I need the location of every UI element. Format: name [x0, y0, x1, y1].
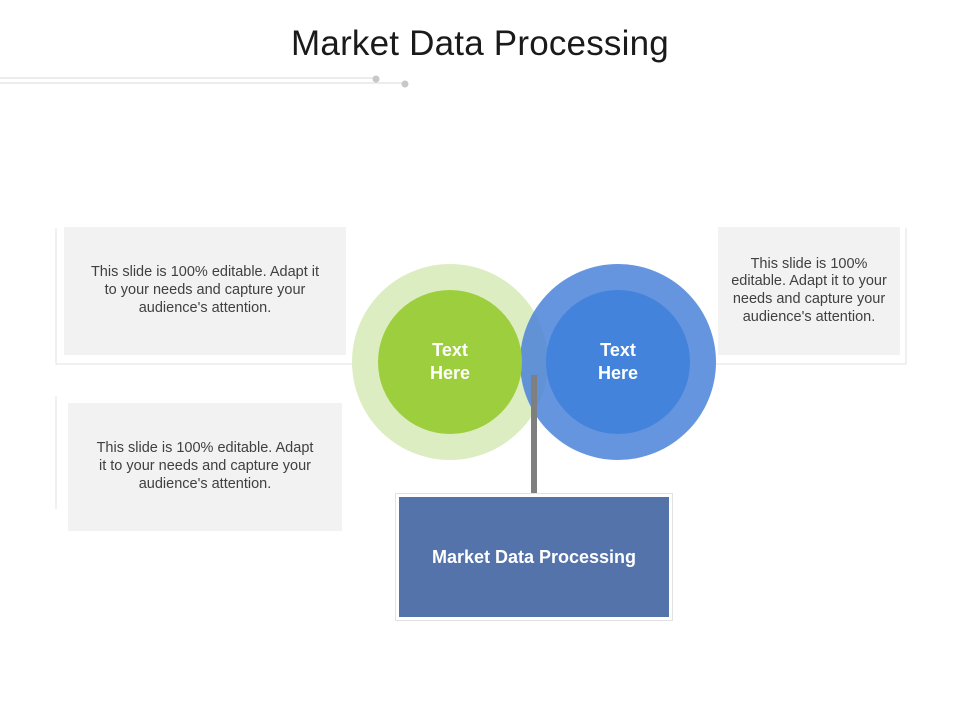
- green-circle-line2: Here: [429, 363, 471, 383]
- title-dot-2: [401, 80, 409, 88]
- connector-line: [531, 375, 537, 493]
- text-card-bottom-left: This slide is 100% editable. Adapt it to…: [68, 403, 342, 531]
- card-tl-outline: [55, 228, 355, 365]
- green-circle-line1: Text: [432, 339, 468, 360]
- main-box-label: Market Data Processing: [431, 546, 637, 567]
- blue-circle: Text Here: [546, 290, 690, 434]
- text-card-top-left: This slide is 100% editable. Adapt it to…: [64, 227, 346, 355]
- text-card-top-left-text: This slide is 100% editable. Adapt it to…: [90, 264, 320, 316]
- title-dot-1: [372, 75, 380, 83]
- green-circle: Text Here: [378, 290, 522, 434]
- text-card-right-text: This slide is 100% editable. Adapt it to…: [731, 255, 887, 325]
- page-title: Market Data Processing: [291, 24, 669, 63]
- blue-circle-line1: Text: [600, 339, 636, 360]
- text-card-bottom-left-text: This slide is 100% editable. Adapt it to…: [96, 440, 314, 492]
- card-r-outline: [716, 228, 907, 365]
- main-box: Market Data Processing: [399, 497, 669, 617]
- blue-circle-line2: Here: [597, 363, 639, 383]
- text-card-right: This slide is 100% editable. Adapt it to…: [718, 227, 900, 355]
